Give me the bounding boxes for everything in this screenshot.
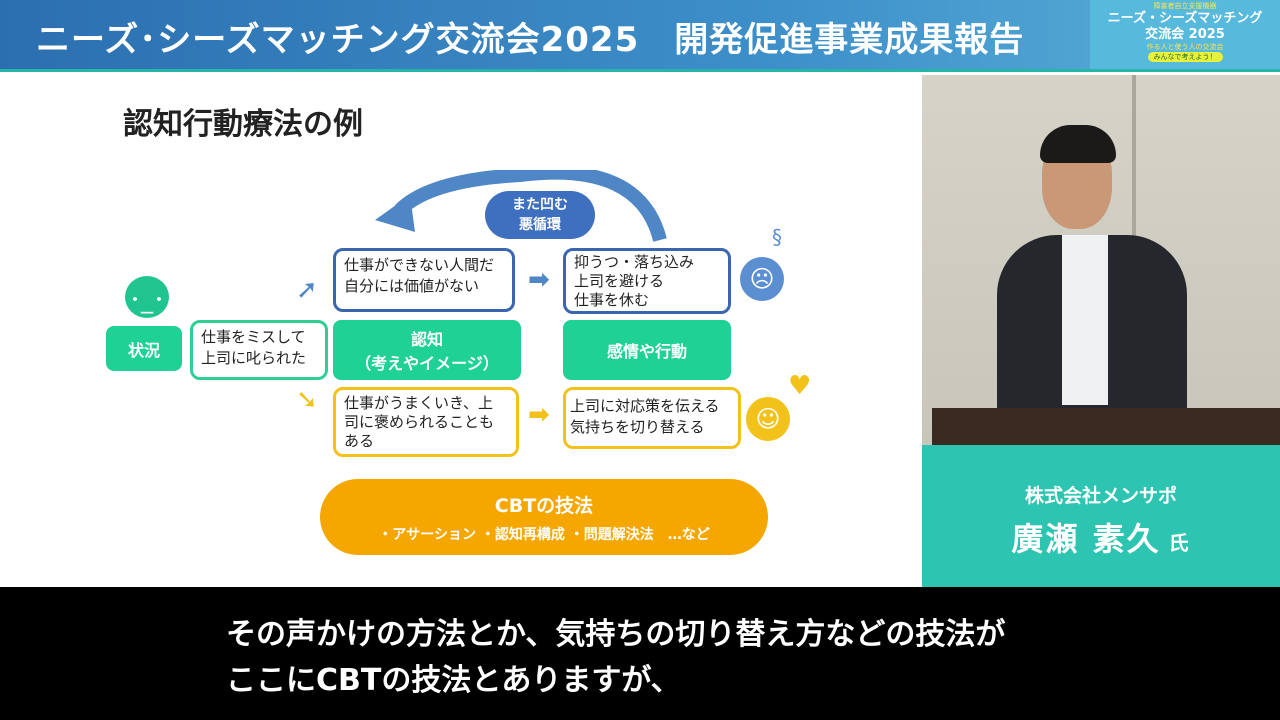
subtitle-line: その声かけの方法とか、気持ちの切り替え方などの技法が — [226, 617, 1006, 652]
slide-title: 認知行動療法の例 — [123, 107, 363, 142]
heart-icon: ♥ — [788, 371, 812, 401]
speaker-video — [922, 75, 1280, 445]
arrow-down-right-icon: ➘ — [296, 385, 318, 415]
situation-line: 上司に叱られた — [201, 349, 307, 367]
header-banner: ニーズ･シーズマッチング交流会2025 開発促進事業成果報告 障害者自立支援機器… — [0, 0, 1280, 72]
logo-line1: ニーズ・シーズマッチング — [1107, 11, 1263, 26]
logo-sup: 障害者自立支援機器 — [1153, 2, 1217, 10]
negative-thought-box: 仕事ができない人間だ 自分には価値がない — [333, 248, 515, 312]
speaker-honorific: 氏 — [1168, 531, 1191, 555]
cycle-arrow-icon — [375, 170, 667, 242]
logo-line2: 交流会 2025 — [1145, 27, 1225, 42]
situation-line: 仕事をミスして — [201, 328, 306, 346]
event-title: ニーズ･シーズマッチング交流会2025 開発促進事業成果報告 — [36, 20, 1025, 60]
cognition-label: 認知 （考えやイメージ） — [333, 320, 521, 380]
action-line: 仕事を休む — [574, 291, 650, 309]
cbt-title: CBTの技法 — [494, 495, 594, 517]
cbt-items: ・アサーション ・認知再構成 ・問題解決法 …など — [378, 527, 710, 543]
thought-line: 自分には価値がない — [344, 277, 480, 295]
subtitle-line: ここにCBTの技法とありますが、 — [226, 663, 681, 698]
action-line: 上司を避ける — [574, 272, 665, 290]
subtitle-bar: その声かけの方法とか、気持ちの切り替え方などの技法が ここにCBTの技法とありま… — [0, 587, 1280, 720]
positive-action-box: 上司に対応策を伝える 気持ちを切り替える — [563, 387, 741, 449]
situation-box: 仕事をミスして 上司に叱られた — [190, 320, 328, 380]
negative-action-box: 抑うつ・落ち込み 上司を避ける 仕事を休む — [563, 248, 731, 314]
arrow-right-icon: ➡ — [528, 265, 550, 295]
vicious-cycle-badge: また凹む 悪循環 — [485, 191, 595, 239]
happy-face-icon: ☺ — [746, 397, 790, 441]
speaker-name-row: 廣瀬 素久氏 — [922, 514, 1280, 560]
cognition-line: 認知 — [410, 330, 443, 349]
cognition-line: （考えやイメージ） — [355, 354, 499, 373]
sad-face-icon: ☹ — [740, 257, 784, 301]
thought-line: 司に褒められることも — [344, 413, 495, 431]
positive-thought-box: 仕事がうまくいき、上 司に褒められることも ある — [333, 387, 519, 457]
logo-badge: みんなで考えよう！ — [1147, 52, 1223, 62]
emotion-label: 感情や行動 — [563, 320, 731, 380]
dizzy-swirl-icon: § — [772, 225, 782, 249]
action-line: 上司に対応策を伝える — [570, 397, 720, 415]
worried-face-icon: ･_･ — [125, 276, 169, 318]
speaker-name: 廣瀬 素久 — [1011, 520, 1161, 558]
logo-badge-row: みんなで考えよう！ — [1090, 52, 1280, 63]
cbt-techniques-banner: CBTの技法 ・アサーション ・認知再構成 ・問題解決法 …など — [320, 479, 768, 555]
cycle-line1: また凹む — [512, 197, 568, 213]
cycle-line2: 悪循環 — [519, 217, 561, 233]
thought-line: 仕事ができない人間だ — [344, 256, 495, 274]
speaker-company: 株式会社メンサポ — [1024, 485, 1177, 507]
event-logo: 障害者自立支援機器 ニーズ・シーズマッチング 交流会 2025 作る人と使う人の… — [1090, 0, 1280, 69]
thought-line: ある — [344, 432, 375, 450]
speaker-nameplate: 株式会社メンサポ 廣瀬 素久氏 — [922, 445, 1280, 587]
logo-tagline: 作る人と使う人の交流会 — [1146, 43, 1224, 51]
speaker-hair — [1040, 125, 1116, 163]
slide: 認知行動療法の例 また凹む 悪循環 ･_･ 状況 仕事をミスして 上司に叱られた… — [0, 75, 920, 587]
arrow-right-icon: ➡ — [528, 400, 550, 430]
situation-label: 状況 — [106, 326, 182, 371]
action-line: 抑うつ・落ち込み — [574, 253, 695, 271]
arrow-up-right-icon: ➚ — [296, 275, 318, 305]
thought-line: 仕事がうまくいき、上 — [344, 394, 493, 412]
speaker-shirt — [1062, 235, 1108, 405]
podium — [932, 408, 1280, 445]
action-line: 気持ちを切り替える — [570, 418, 705, 436]
